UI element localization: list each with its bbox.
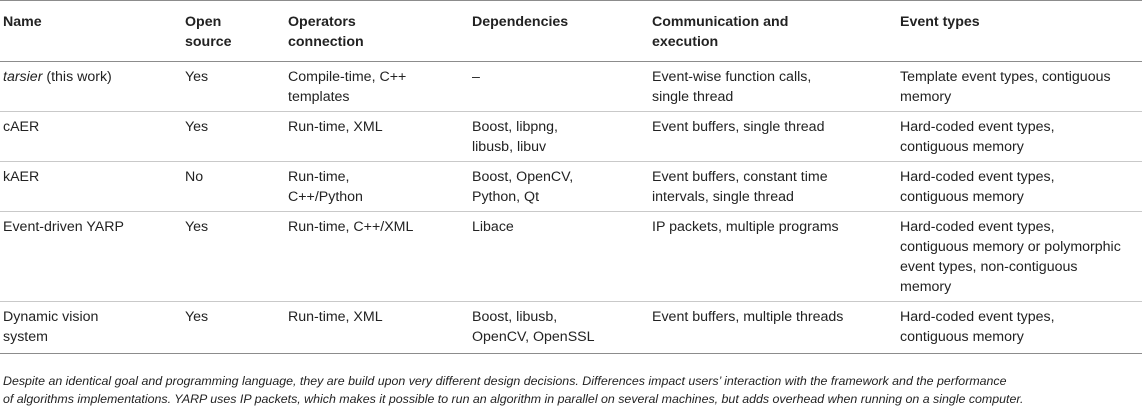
cell-event-types: Hard-coded event types,contiguous memory [896, 301, 1142, 354]
cell-open-source: Yes [181, 211, 284, 302]
caption-line: of algorithms implementations. YARP uses… [3, 392, 1024, 406]
cell-event-types: Hard-coded event types,contiguous memory [896, 111, 1142, 162]
table-row: tarsier (this work) Yes Compile-time, C+… [0, 61, 1142, 112]
cell-name: tarsier (this work) [0, 61, 181, 112]
cell-open-source: Yes [181, 301, 284, 354]
header-name: Name [0, 0, 181, 62]
cell-event-types: Hard-coded event types,contiguous memory [896, 161, 1142, 212]
cell-dependencies: – [468, 61, 648, 112]
cell-operators: Run-time, C++/XML [284, 211, 468, 302]
cell-open-source: No [181, 161, 284, 212]
cell-open-source: Yes [181, 111, 284, 162]
table-row: cAER Yes Run-time, XML Boost, libpng,lib… [0, 111, 1142, 162]
header-event-types: Event types [896, 0, 1142, 62]
header-dependencies: Dependencies [468, 0, 648, 62]
cell-name: Event-driven YARP [0, 211, 181, 302]
caption-line: Despite an identical goal and programmin… [3, 374, 1007, 388]
table-row: kAER No Run-time,C++/Python Boost, OpenC… [0, 161, 1142, 212]
cell-operators: Run-time,C++/Python [284, 161, 468, 212]
cell-dependencies: Boost, OpenCV,Python, Qt [468, 161, 648, 212]
table-row: Event-driven YARP Yes Run-time, C++/XML … [0, 211, 1142, 302]
cell-dependencies: Boost, libusb,OpenCV, OpenSSL [468, 301, 648, 354]
cell-name: cAER [0, 111, 181, 162]
cell-operators: Run-time, XML [284, 111, 468, 162]
cell-communication: Event buffers, single thread [648, 111, 896, 162]
cell-dependencies: Boost, libpng,libusb, libuv [468, 111, 648, 162]
cell-communication: IP packets, multiple programs [648, 211, 896, 302]
cell-operators: Run-time, XML [284, 301, 468, 354]
cell-open-source: Yes [181, 61, 284, 112]
cell-event-types: Hard-coded event types,contiguous memory… [896, 211, 1142, 302]
cell-communication: Event buffers, multiple threads [648, 301, 896, 354]
cell-operators: Compile-time, C++templates [284, 61, 468, 112]
cell-name: kAER [0, 161, 181, 212]
table-caption: Despite an identical goal and programmin… [3, 372, 1139, 408]
cell-communication: Event-wise function calls,single thread [648, 61, 896, 112]
cell-dependencies: Libace [468, 211, 648, 302]
